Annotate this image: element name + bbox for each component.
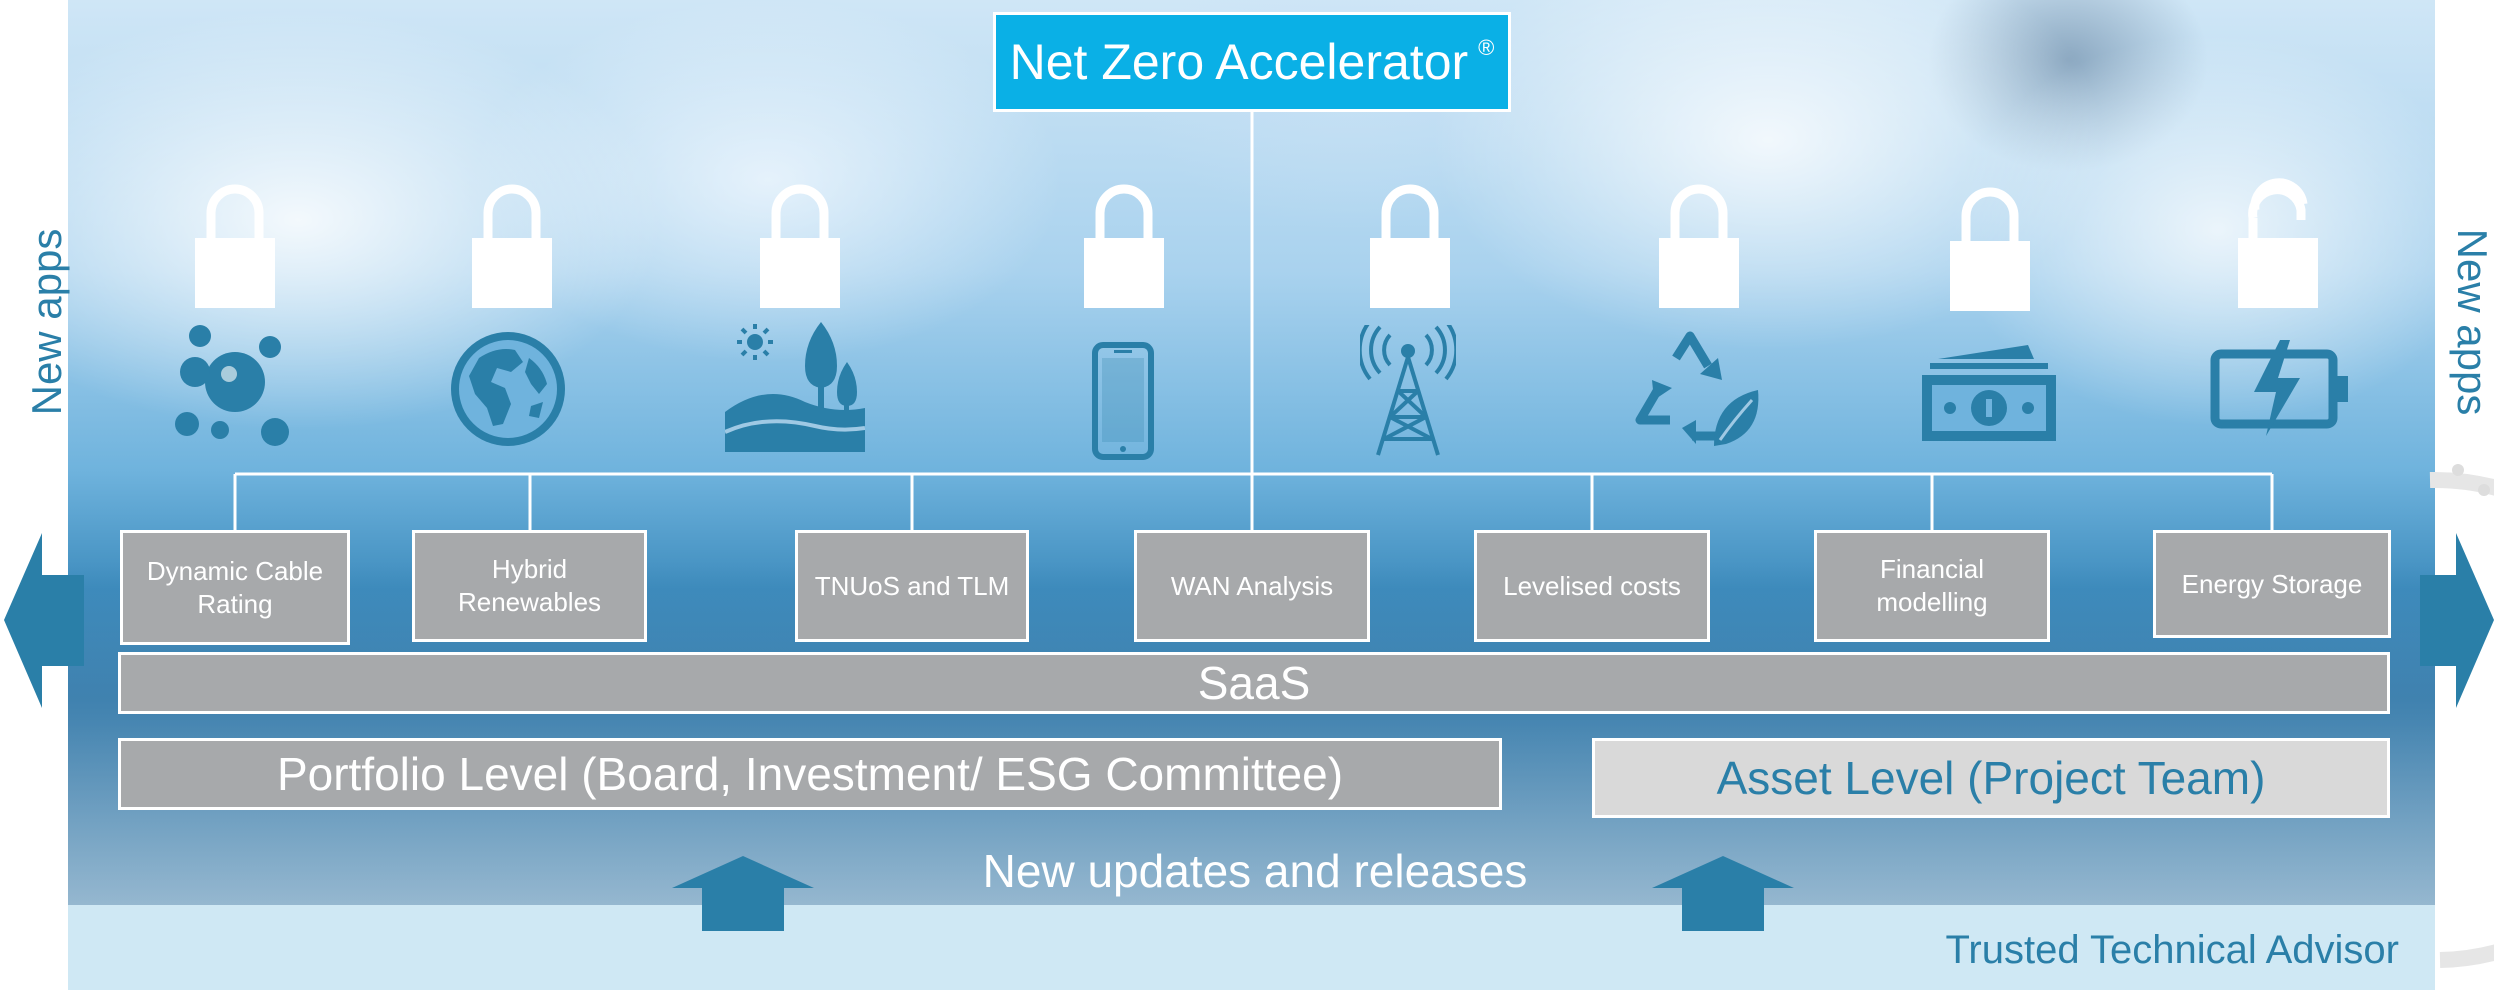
- net-zero-accelerator-title: Net Zero Accelerator ®: [993, 12, 1511, 112]
- asset-label: Asset Level (Project Team): [1716, 752, 2266, 804]
- saas-bar: SaaS: [118, 652, 2390, 714]
- left-arrow: [4, 533, 84, 708]
- banknotes-icon: [1922, 345, 2056, 441]
- app-box-levelised-costs[interactable]: Levelised costs: [1474, 530, 1710, 642]
- recycle-leaf-icon: [1635, 331, 1759, 446]
- portfolio-label: Portfolio Level (Board, Investment/ ESG …: [276, 748, 1344, 800]
- new-updates-label: New updates and releases: [982, 845, 1528, 897]
- app-label: Levelised costs: [1503, 570, 1681, 601]
- lock-icon: [1084, 184, 1164, 308]
- landscape-icon: [725, 322, 865, 452]
- lock-icon: [472, 184, 552, 308]
- lock-icon: [1950, 187, 2030, 311]
- app-label: TNUoS and TLM: [814, 570, 1010, 601]
- lock-icon: [1370, 184, 1450, 308]
- unlocked-icon: [2238, 178, 2318, 308]
- bubbles-icon: [175, 325, 289, 446]
- mobile-phone-icon: [1092, 342, 1154, 460]
- portfolio-level-bar: Portfolio Level (Board, Investment/ ESG …: [118, 738, 1502, 810]
- lock-icon: [760, 184, 840, 308]
- app-label: WAN Analysis: [1170, 570, 1334, 601]
- lock-icon: [1659, 184, 1739, 308]
- lock-icon: [195, 184, 275, 308]
- app-box-wan-analysis[interactable]: WAN Analysis: [1134, 530, 1370, 642]
- app-label: Energy Storage: [2181, 568, 2363, 599]
- up-arrow-left: [672, 856, 814, 931]
- globe-icon: [451, 332, 565, 446]
- title-text: Net Zero Accelerator: [1009, 34, 1469, 90]
- battery-charging-icon: [2210, 340, 2348, 436]
- up-arrow-right: [1652, 856, 1794, 931]
- advisor-bar: [68, 905, 2435, 990]
- radio-tower-icon: [1360, 325, 1456, 456]
- app-box-tnuos-and-tlm[interactable]: TNUoS and TLM: [795, 530, 1029, 642]
- app-box-energy-storage[interactable]: Energy Storage: [2153, 530, 2391, 638]
- decorative-arc: [2429, 464, 2494, 968]
- advisor-label: Trusted Technical Advisor: [1945, 928, 2399, 972]
- registered-mark: ®: [1478, 35, 1495, 60]
- saas-label: SaaS: [1197, 657, 1311, 709]
- right-arrow: [2420, 533, 2494, 708]
- asset-level-bar: Asset Level (Project Team): [1592, 738, 2390, 818]
